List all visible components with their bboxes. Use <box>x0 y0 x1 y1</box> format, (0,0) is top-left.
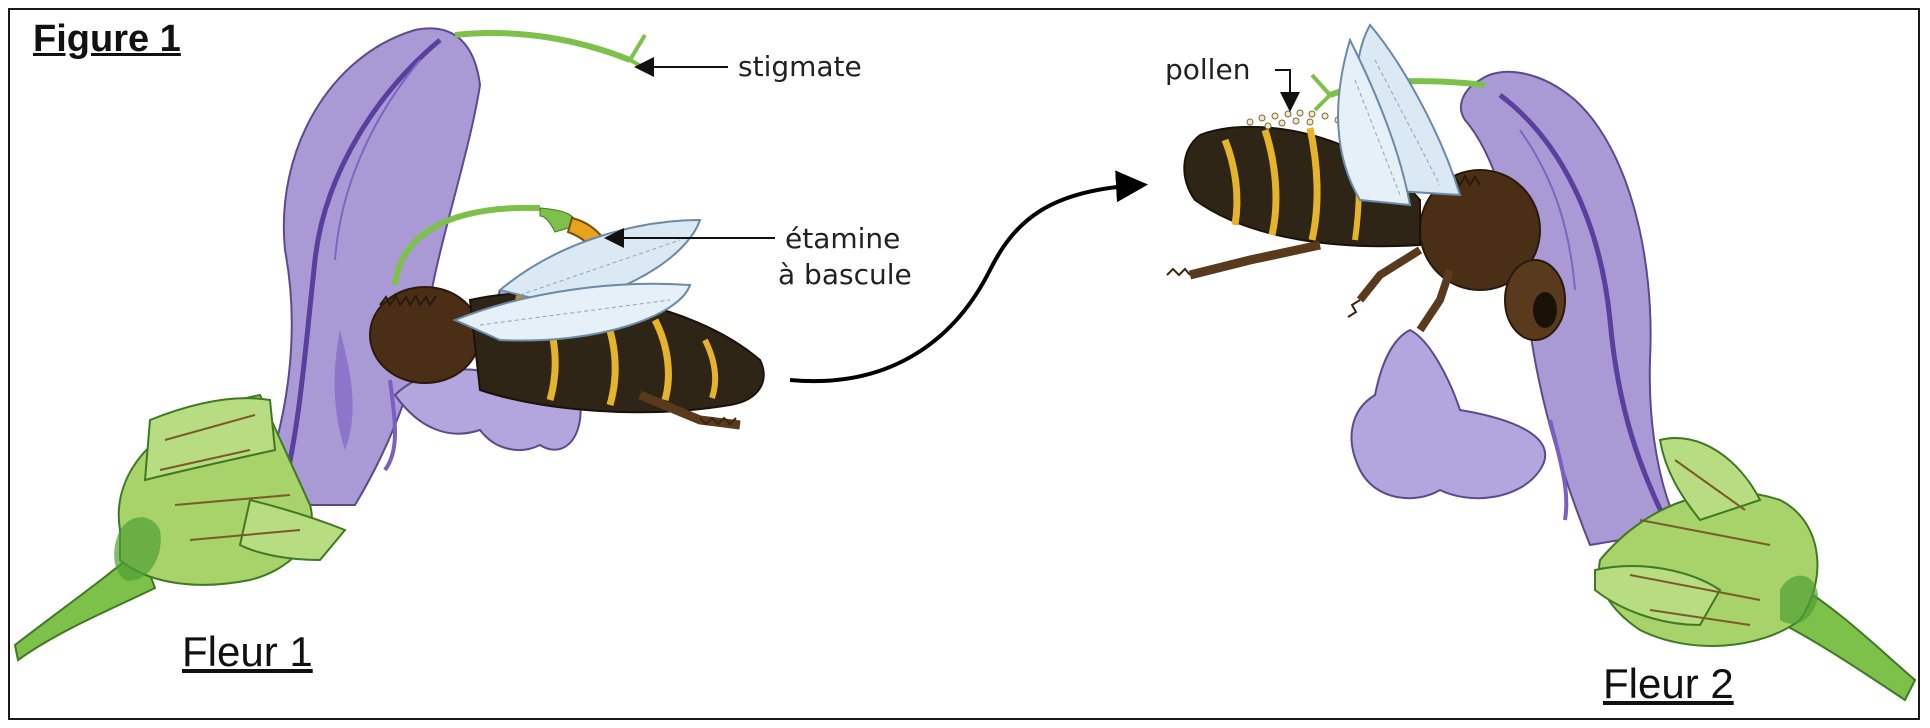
transfer-arrow <box>789 170 1148 384</box>
stamen-label-line1: étamine <box>785 222 901 255</box>
flower-1-stem <box>13 546 157 662</box>
flower-1-stamen <box>392 204 541 286</box>
bee-2-illustration <box>1166 23 1566 341</box>
pollen-label: pollen <box>1165 53 1251 86</box>
bee-1-illustration <box>369 218 765 430</box>
flower-1-style <box>454 30 632 63</box>
figure-title: Figure 1 <box>33 18 181 60</box>
flower-2-label: Fleur 2 <box>1603 660 1734 707</box>
stamen-label-line2: à bascule <box>778 258 912 291</box>
flower-1-label: Fleur 1 <box>182 628 313 675</box>
figure-frame <box>8 8 1920 720</box>
stigma-label: stigmate <box>738 50 862 83</box>
flower-2-lower-lip <box>1350 328 1547 500</box>
pollen-pointer <box>1275 69 1300 112</box>
